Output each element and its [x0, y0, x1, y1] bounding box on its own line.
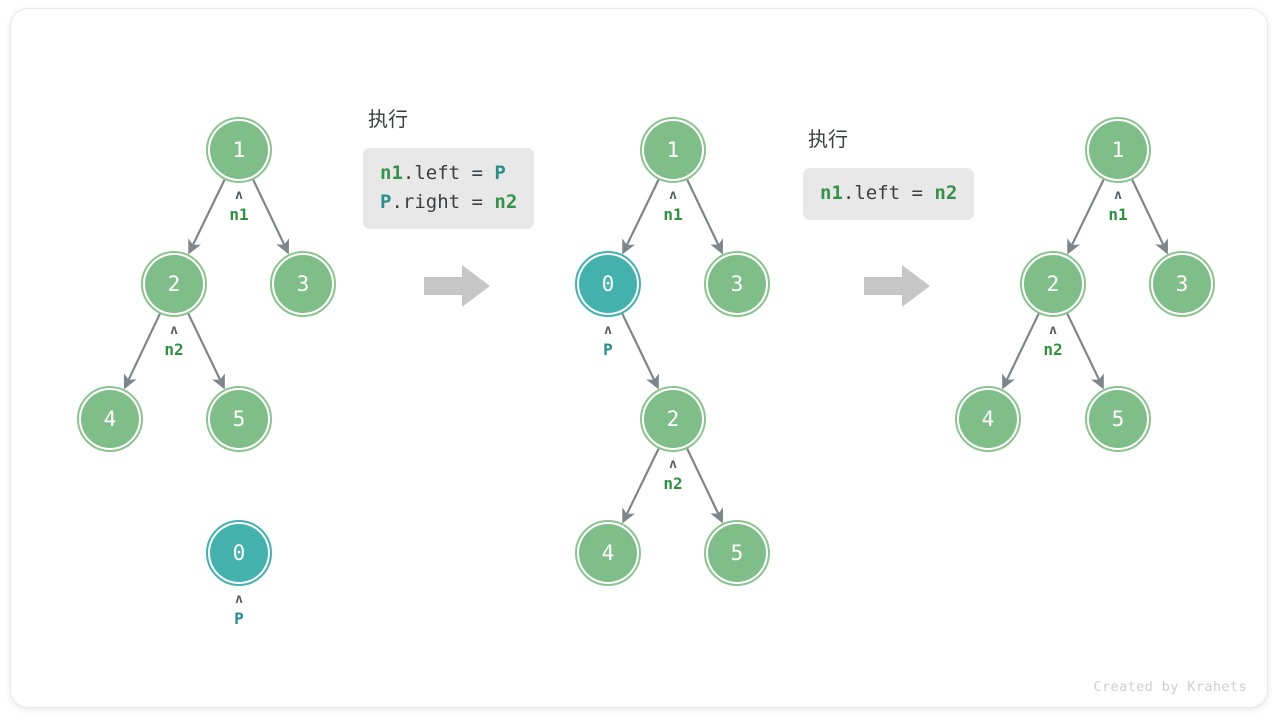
tree-node-middle-0: 0: [575, 251, 641, 317]
node-value: 4: [981, 406, 995, 431]
pointer-name: n2: [164, 340, 184, 359]
node-ring: [1020, 251, 1086, 317]
pointer-name: P: [234, 609, 244, 628]
tree-node-after-2: 2: [1020, 251, 1086, 317]
tree-node-after-3: 3: [1149, 251, 1215, 317]
tree-node-middle-2: 2: [640, 386, 706, 452]
code-block-2: n1.left = n2: [803, 168, 975, 220]
tree-node-middle-4: 4: [575, 520, 641, 586]
node-value: 5: [1111, 406, 1125, 431]
caret-icon: ʌ: [669, 188, 677, 203]
step-heading-1: 执行: [368, 107, 408, 131]
tree-node-middle-1: 1: [640, 117, 706, 183]
node-value: 2: [167, 271, 181, 296]
node-value: 3: [730, 271, 744, 296]
caret-icon: ʌ: [1049, 323, 1057, 338]
node-value: 5: [730, 540, 744, 565]
pointer-name: n1: [229, 205, 249, 224]
node-ring: [206, 520, 272, 586]
node-value: 3: [296, 271, 310, 296]
node-value: 3: [1175, 271, 1189, 296]
caret-icon: ʌ: [604, 323, 612, 338]
tree-node-before-5: 5: [206, 386, 272, 452]
node-ring: [206, 386, 272, 452]
tree-node-middle-5: 5: [704, 520, 770, 586]
node-ring: [77, 386, 143, 452]
node-ring: [575, 251, 641, 317]
tree-node-middle-3: 3: [704, 251, 770, 317]
tree-node-before-4: 4: [77, 386, 143, 452]
node-ring: [1085, 117, 1151, 183]
pointer-label-after-n1: ʌ n1: [1083, 188, 1153, 224]
node-ring: [640, 386, 706, 452]
step-heading-2: 执行: [808, 127, 848, 151]
caret-icon: ʌ: [1114, 188, 1122, 203]
node-ring: [206, 117, 272, 183]
pointer-name: n2: [1043, 340, 1063, 359]
step-transition-arrow-icon-2: [864, 265, 930, 311]
pointer-label-before-n2: ʌ n2: [139, 323, 209, 359]
node-value: 4: [103, 406, 117, 431]
node-ring: [270, 251, 336, 317]
code-token: n2: [494, 191, 518, 213]
caret-icon: ʌ: [170, 323, 178, 338]
tree-node-after-1: 1: [1085, 117, 1151, 183]
code-token: n1: [820, 182, 843, 204]
node-value: 2: [1046, 271, 1060, 296]
node-ring: [575, 520, 641, 586]
node-value: 5: [232, 406, 246, 431]
tree-node-before-0: 0: [206, 520, 272, 586]
pointer-name: n1: [1108, 205, 1128, 224]
code-line: n1.left = P: [380, 159, 517, 188]
tree-node-after-4: 4: [955, 386, 1021, 452]
code-token: P: [494, 162, 506, 184]
caret-icon: ʌ: [235, 592, 243, 607]
node-ring: [704, 251, 770, 317]
pointer-name: n1: [663, 205, 683, 224]
code-token: n1: [380, 162, 403, 184]
node-value: 1: [666, 137, 680, 162]
pointer-name: P: [603, 340, 613, 359]
node-ring: [1149, 251, 1215, 317]
node-ring: [141, 251, 207, 317]
code-line: n1.left = n2: [820, 179, 957, 208]
credit-text: Created by Krahets: [1093, 679, 1247, 695]
tree-node-before-3: 3: [270, 251, 336, 317]
code-token: P: [380, 191, 392, 213]
pointer-label-before-n1: ʌ n1: [204, 188, 274, 224]
tree-node-after-5: 5: [1085, 386, 1151, 452]
node-value: 0: [601, 271, 615, 296]
tree-edges-layer: [123, 178, 1168, 524]
node-ring: [1085, 386, 1151, 452]
node-value: 4: [601, 540, 615, 565]
node-ring: [704, 520, 770, 586]
code-token: n2: [934, 182, 958, 204]
code-line: P.right = n2: [380, 188, 517, 217]
pointer-label-middle-n2: ʌ n2: [638, 457, 708, 493]
pointer-label-middle-n1: ʌ n1: [638, 188, 708, 224]
pointer-label-after-n2: ʌ n2: [1018, 323, 1088, 359]
code-token: .right =: [391, 191, 495, 213]
node-value: 0: [232, 540, 246, 565]
tree-node-before-1: 1: [206, 117, 272, 183]
node-value: 2: [666, 406, 680, 431]
code-token: .left =: [402, 162, 495, 184]
node-ring: [955, 386, 1021, 452]
node-value: 1: [1111, 137, 1125, 162]
node-value: 1: [232, 137, 246, 162]
caret-icon: ʌ: [235, 188, 243, 203]
tree-node-before-2: 2: [141, 251, 207, 317]
caret-icon: ʌ: [669, 457, 677, 472]
code-token: .left =: [842, 182, 935, 204]
step-transition-arrow-icon-1: [424, 265, 490, 311]
node-ring: [640, 117, 706, 183]
pointer-name: n2: [663, 474, 683, 493]
